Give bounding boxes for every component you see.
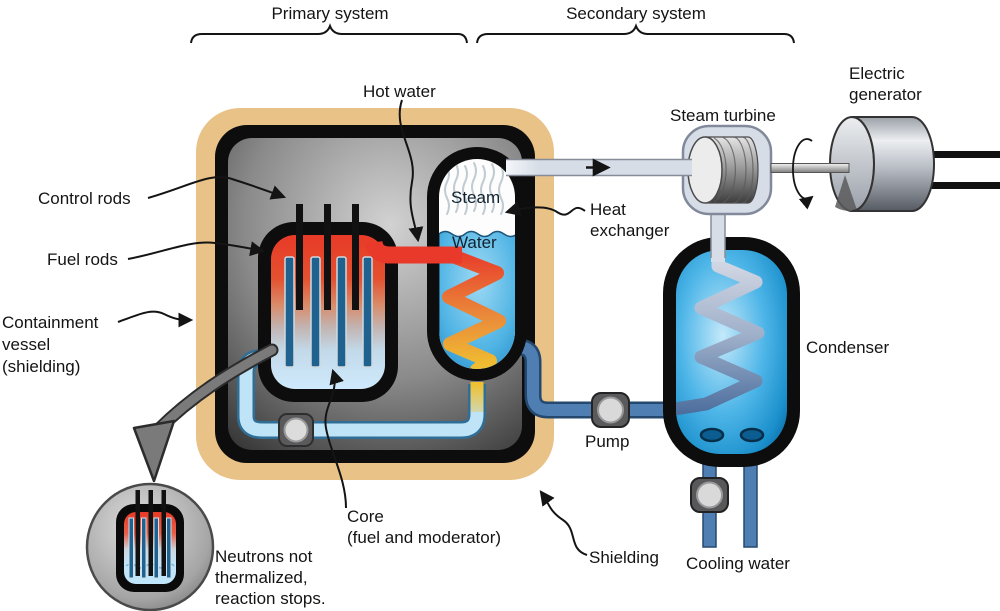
core-arrow [324, 368, 347, 509]
fuel-rods-shape [284, 256, 373, 368]
hot-water-pipe [365, 240, 462, 264]
steam-label: Steam [451, 188, 501, 207]
steam-waves [444, 162, 504, 215]
inset-core-shutdown [85, 482, 215, 611]
rotation-arrow [792, 138, 814, 210]
secondary-system-brace [476, 23, 795, 44]
turbine-shaft [770, 163, 850, 173]
heat-exchanger-arrow [504, 201, 586, 216]
neutrons-note-label: Neutrons not thermalized, reaction stops… [215, 547, 326, 608]
control-rods-shape [296, 204, 359, 310]
pump-label: Pump [585, 432, 630, 451]
water-label: Water [452, 233, 497, 252]
system-braces [190, 23, 795, 44]
containment-vessel-label: Containment vessel (shielding) [2, 313, 99, 376]
secondary-system-label: Secondary system [566, 4, 706, 23]
turbine-condenser-pipe [710, 212, 726, 262]
fuel-rods-label: Fuel rods [47, 250, 118, 269]
condenser-shape [663, 237, 800, 467]
electric-generator-shape [829, 116, 1000, 212]
generator-wire [930, 151, 1000, 158]
generator-wire [930, 182, 1000, 189]
electric-generator-label: Electric generator [849, 64, 922, 104]
leader-lines [117, 99, 588, 556]
fuel-rods-arrow [127, 241, 266, 260]
primary-pump [278, 413, 314, 447]
steam-pipe [506, 158, 692, 177]
condenser-label: Condenser [806, 338, 890, 357]
cooling-water-pump [690, 477, 729, 513]
control-rods-arrow [147, 176, 287, 200]
zoom-out-arrow [132, 343, 279, 483]
feedwater-pump [591, 392, 630, 428]
shielding-arrow [539, 490, 588, 556]
core-label: Core (fuel and moderator) [347, 507, 502, 547]
cooling-water-label: Cooling water [686, 554, 790, 573]
hot-water-label: Hot water [363, 82, 436, 101]
containment-arrow [117, 310, 194, 328]
shielding-label: Shielding [589, 548, 659, 567]
steam-turbine-label: Steam turbine [670, 106, 776, 125]
hot-water-arrow [398, 99, 424, 243]
primary-system-label: Primary system [271, 4, 389, 23]
heat-exchanger-shape [427, 147, 527, 381]
heat-exchanger-label: Heat exchanger [590, 200, 670, 240]
control-rods-label: Control rods [38, 189, 131, 208]
primary-system-brace [190, 23, 468, 44]
steam-turbine-shape [681, 124, 773, 216]
